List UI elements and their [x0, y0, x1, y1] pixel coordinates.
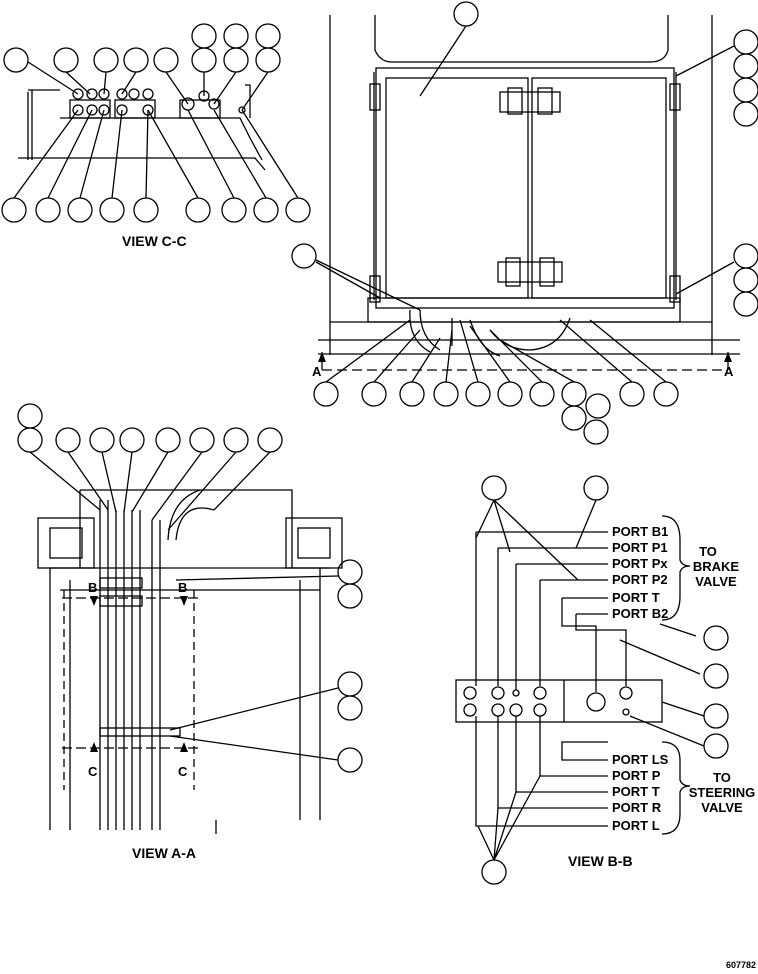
port-t-steer-label: PORT T	[612, 784, 660, 799]
port-b2-label: PORT B2	[612, 606, 668, 621]
section-marker-c-right: C	[178, 764, 188, 779]
port-t-brake-label: PORT T	[612, 590, 660, 605]
view-cc-title: VIEW C-C	[122, 233, 187, 249]
section-marker-b-left: B	[88, 580, 97, 595]
steer-group-line3: VALVE	[701, 800, 743, 815]
port-px-label: PORT Px	[612, 556, 668, 571]
view-bb-title: VIEW B-B	[568, 853, 633, 869]
view-cc-drawing	[1, 23, 311, 223]
brake-group-line2: BRAKE	[693, 559, 740, 574]
view-aa-drawing	[17, 403, 363, 834]
section-marker-a-left: A	[312, 364, 322, 379]
view-aa-title: VIEW A-A	[132, 845, 196, 861]
figure-id: 607782	[726, 960, 756, 970]
port-p1-label: PORT P1	[612, 540, 668, 555]
brake-group-line1: TO	[699, 544, 717, 559]
section-marker-b-right: B	[178, 580, 187, 595]
port-r-label: PORT R	[612, 800, 662, 815]
section-marker-c-left: C	[88, 764, 98, 779]
view-bb-drawing	[455, 475, 729, 885]
port-p-label: PORT P	[612, 768, 661, 783]
steer-group-line2: STEERING	[689, 785, 755, 800]
port-l-label: PORT L	[612, 818, 660, 833]
section-marker-a-right: A	[724, 364, 734, 379]
port-b1-label: PORT B1	[612, 524, 668, 539]
cabinet-drawing	[291, 1, 758, 445]
port-ls-label: PORT LS	[612, 752, 669, 767]
port-p2-label: PORT P2	[612, 572, 668, 587]
brake-group-line3: VALVE	[695, 574, 737, 589]
steer-group-line1: TO	[713, 770, 731, 785]
